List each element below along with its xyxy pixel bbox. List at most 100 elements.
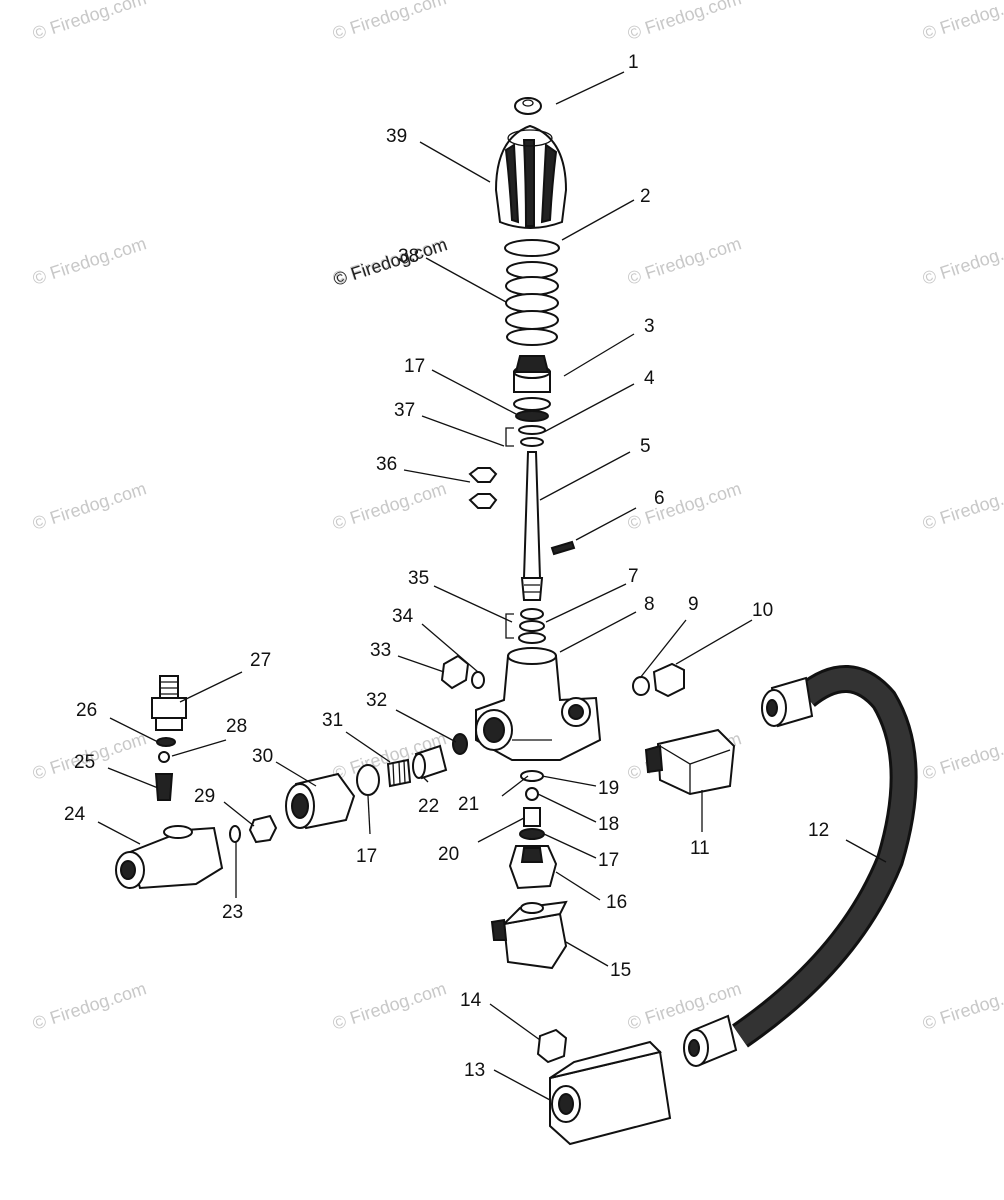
callout-label: 1 [628, 52, 639, 73]
part-piston-rod [520, 451, 544, 601]
callout-label: 9 [688, 594, 699, 615]
watermark: © Firedog.com [920, 0, 1004, 44]
part-o-ring-small [520, 437, 544, 447]
part-plug [536, 1028, 568, 1064]
part-pin [550, 540, 576, 556]
watermark: © Firedog.com [920, 233, 1004, 289]
part-backup-ring [520, 608, 544, 620]
callout-label: 26 [76, 700, 97, 721]
part-o-ring [156, 737, 176, 747]
part-unloader-body [475, 647, 602, 761]
callout-label: 6 [654, 488, 665, 509]
part-spring-seat [513, 355, 551, 411]
callout-label: 19 [598, 778, 619, 799]
part-washer [504, 239, 560, 257]
callout-label: 14 [460, 990, 482, 1011]
part-chemical-injector [115, 825, 224, 890]
watermark: © Firedog.com [920, 978, 1004, 1034]
part-o-ring [229, 825, 241, 843]
watermark: © Firedog.com [625, 233, 744, 289]
part-high-pressure-hose [683, 665, 918, 1067]
callout-label: 16 [606, 892, 627, 913]
part-hose-nipple [151, 675, 187, 731]
part-washer [632, 676, 650, 696]
callout-label: 7 [628, 566, 639, 587]
part-spring-small [154, 773, 174, 801]
callout-label: 11 [690, 838, 710, 859]
callout-label: 23 [222, 902, 243, 923]
callout-label: 13 [464, 1060, 485, 1081]
part-o-ring [515, 410, 549, 422]
bracket [505, 613, 514, 639]
watermark: © Firedog.com [30, 233, 149, 289]
watermark: © Firedog.com [330, 478, 449, 534]
callout-label: 25 [74, 752, 95, 773]
callout-label: 34 [392, 606, 414, 627]
watermark: © Firedog.com [30, 478, 149, 534]
watermark: © Firedog.com [625, 0, 744, 44]
callout-label: 24 [64, 804, 86, 825]
callout-label: 17 [404, 356, 425, 377]
callout-label: 8 [644, 594, 655, 615]
part-pressure-block [490, 900, 568, 970]
callout-label: 17 [356, 846, 377, 867]
parts-layer [115, 97, 918, 1146]
callout-label: 36 [376, 454, 397, 475]
callout-label: 38 [398, 246, 419, 267]
callout-label: 21 [458, 794, 479, 815]
part-nuts-pair [468, 467, 498, 509]
watermark: © Firedog.com [30, 0, 149, 44]
leader-lines [97, 71, 887, 1101]
callout-label: 35 [408, 568, 429, 589]
callout-label: 27 [250, 650, 271, 671]
callout-label: 37 [394, 400, 415, 421]
part-coupling-nut [285, 772, 356, 830]
part-ball [158, 751, 170, 763]
part-plug [652, 662, 685, 698]
part-nut-fitting [508, 845, 558, 890]
callout-label: 2 [640, 186, 651, 207]
callout-label: 12 [808, 820, 829, 841]
part-o-ring [452, 733, 468, 755]
part-check-valve [412, 744, 448, 780]
callout-label: 18 [598, 814, 619, 835]
part-seat [523, 807, 541, 827]
callout-label: 32 [366, 690, 387, 711]
watermark: © Firedog.com [30, 978, 149, 1034]
watermark: © Firedog.com [330, 978, 449, 1034]
part-adjustment-knob [494, 124, 568, 229]
callout-label: 33 [370, 640, 391, 661]
part-o-ring [519, 620, 545, 632]
callout-label: 20 [438, 844, 459, 865]
callout-labels: 1 39 2 38 3 17 4 37 5 36 6 35 7 8 34 9 1… [64, 52, 829, 1081]
part-spring [505, 261, 559, 346]
watermark: © Firedog.com [625, 478, 744, 534]
part-backup-ring [518, 632, 546, 644]
watermark: © Firedog.com [920, 478, 1004, 534]
callout-label: 10 [752, 600, 773, 621]
callout-label: 28 [226, 716, 247, 737]
callout-label: 39 [386, 126, 407, 147]
part-manifold-block [549, 1040, 672, 1146]
callout-label: 3 [644, 316, 655, 337]
watermark: © Firedog.com [330, 0, 449, 44]
watermark: © Firedog.com [920, 728, 1004, 784]
callout-label: 5 [640, 436, 651, 457]
part-threaded-fitting [386, 758, 412, 788]
part-o-ring [519, 828, 545, 840]
callout-label: 31 [322, 710, 343, 731]
callout-label: 29 [194, 786, 215, 807]
bracket [505, 427, 514, 447]
callout-label: 30 [252, 746, 273, 767]
callout-label: 15 [610, 960, 631, 981]
part-switch-block [644, 728, 736, 796]
callout-label: 4 [644, 368, 655, 389]
part-plug [440, 654, 470, 690]
callout-label: 22 [418, 796, 439, 817]
part-cap-nut [514, 97, 542, 115]
part-ball [525, 787, 539, 801]
callout-label: 17 [598, 850, 619, 871]
part-o-ring [356, 764, 380, 796]
part-nut [248, 814, 278, 844]
